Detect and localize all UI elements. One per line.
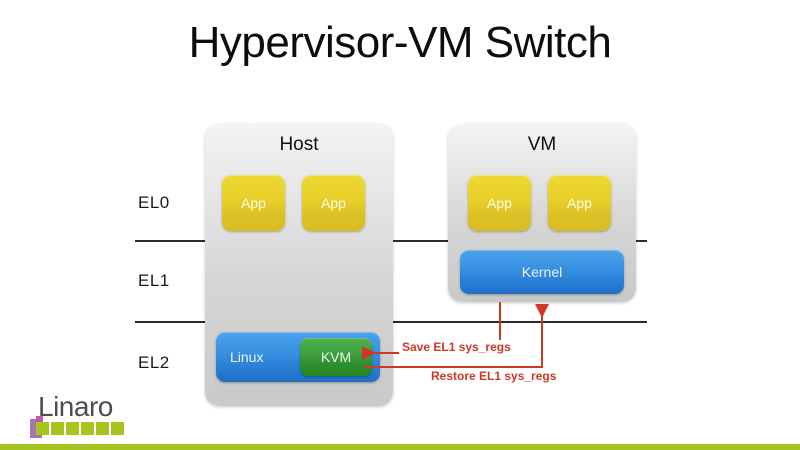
logo-square-4 bbox=[81, 422, 94, 435]
host-linux-box: Linux KVM bbox=[216, 332, 380, 382]
linaro-wordmark: Linaro bbox=[38, 391, 113, 422]
linaro-logo: Linaro bbox=[24, 392, 144, 438]
save-annotation-label: Save EL1 sys_regs bbox=[399, 340, 514, 354]
logo-accent-shape-small bbox=[36, 416, 43, 423]
vm-app-box-1: App bbox=[468, 175, 531, 231]
linaro-square-row bbox=[36, 422, 124, 435]
vm-title: VM bbox=[527, 134, 557, 155]
exception-level-label-el2: EL2 bbox=[138, 353, 170, 372]
exception-level-label-el0: EL0 bbox=[138, 193, 170, 212]
vm-kernel-box: Kernel bbox=[460, 250, 624, 294]
logo-square-5 bbox=[96, 422, 109, 435]
bottom-accent-bar bbox=[0, 444, 800, 450]
page-title: Hypervisor-VM Switch bbox=[188, 18, 612, 67]
logo-square-1 bbox=[36, 422, 49, 435]
logo-square-3 bbox=[66, 422, 79, 435]
host-title: Host bbox=[279, 134, 319, 155]
logo-square-2 bbox=[51, 422, 64, 435]
logo-square-6 bbox=[111, 422, 124, 435]
host-app-box-2: App bbox=[302, 175, 365, 231]
host-kvm-box: KVM bbox=[300, 338, 372, 376]
restore-annotation-label: Restore EL1 sys_regs bbox=[428, 369, 560, 383]
host-app-box-1: App bbox=[222, 175, 285, 231]
vm-app-box-2: App bbox=[548, 175, 611, 231]
host-linux-label: Linux bbox=[230, 349, 264, 365]
exception-level-label-el1: EL1 bbox=[138, 271, 170, 290]
